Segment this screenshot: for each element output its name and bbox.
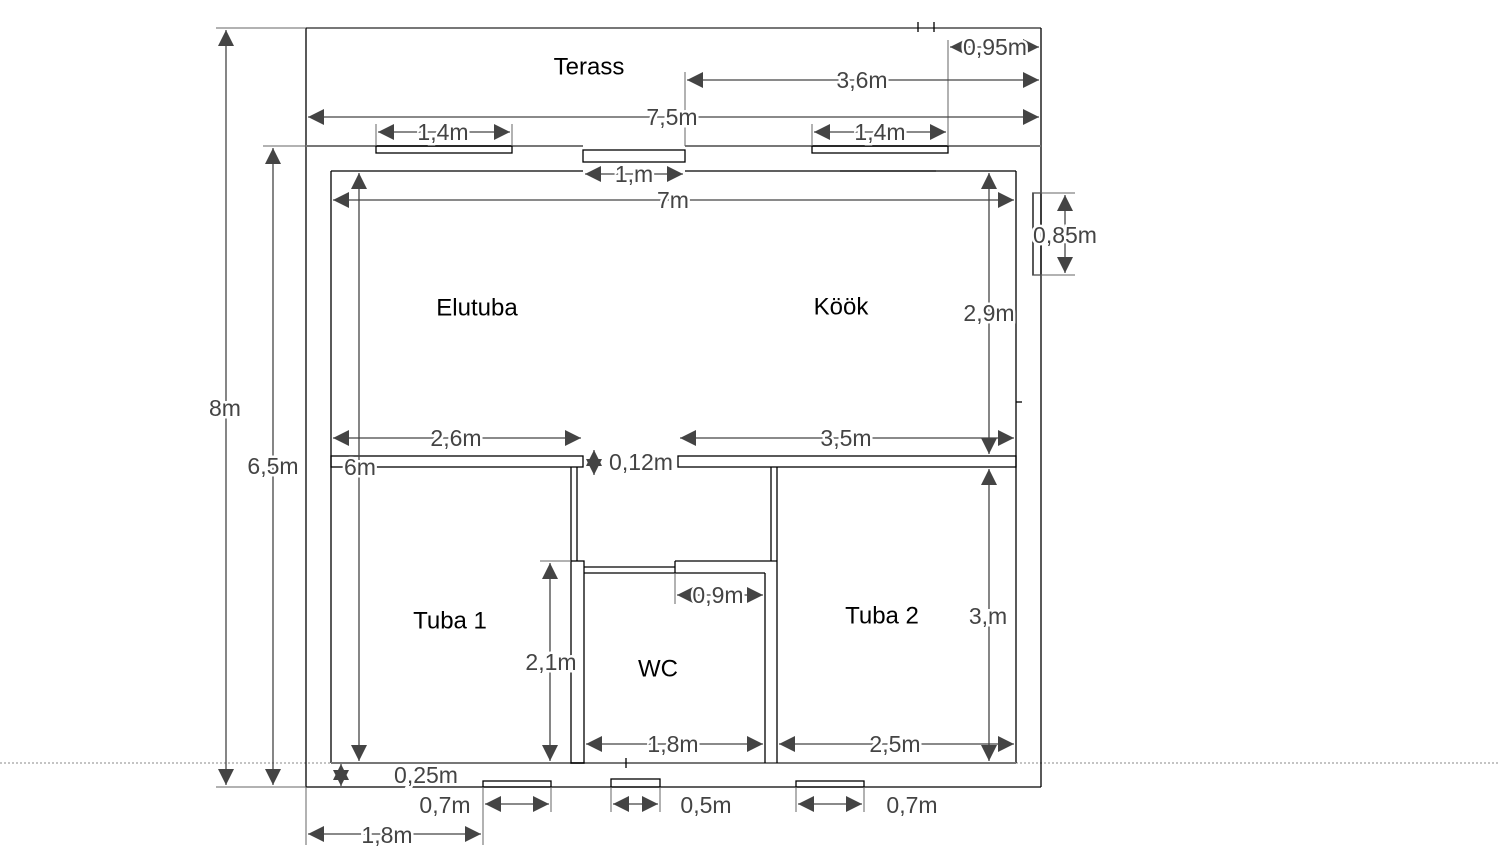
dimension-lines xyxy=(218,30,1073,842)
dim-corner-offset: 0,95m xyxy=(963,34,1027,60)
dim-bottom-window-right: 0,7m xyxy=(886,792,937,818)
dim-kitchen-height: 2,9m xyxy=(963,300,1014,326)
dim-inner-width: 7m xyxy=(657,187,689,213)
dim-kitchen-wall: 3,5m xyxy=(820,425,871,451)
dim-door: 1,m xyxy=(615,161,653,187)
room-label-room1: Tuba 1 xyxy=(413,608,487,635)
dim-wc-door: 0,9m xyxy=(692,582,743,608)
dim-bottom-window-mid: 0,5m xyxy=(680,792,731,818)
dim-window-left: 1,4m xyxy=(417,119,468,145)
dim-outer-wall: 0,25m xyxy=(394,762,458,788)
extension-lines xyxy=(216,27,1075,845)
dim-total-height: 8m xyxy=(209,395,241,421)
dim-wall-thickness: 0,12m xyxy=(609,449,673,475)
dim-house-height: 6,5m xyxy=(247,453,298,479)
dim-window-right: 1,4m xyxy=(854,119,905,145)
dim-bottom-offset: 1,8m xyxy=(361,822,412,848)
dim-bottom-window-left: 0,7m xyxy=(419,792,470,818)
dim-right-offset: 3,6m xyxy=(836,67,887,93)
dim-wc-wall-height: 2,1m xyxy=(525,649,576,675)
room-label-terrace: Terass xyxy=(554,54,625,81)
dim-side-window: 0,85m xyxy=(1033,222,1097,248)
room-label-room2: Tuba 2 xyxy=(845,603,919,630)
dim-living-wall: 2,6m xyxy=(430,425,481,451)
dim-room2-height: 3,m xyxy=(969,603,1007,629)
dim-total-width: 7,5m xyxy=(646,104,697,130)
dim-wc-width: 1,8m xyxy=(647,731,698,757)
dim-room2-width: 2,5m xyxy=(869,731,920,757)
room-label-wc: WC xyxy=(638,656,678,683)
dim-inner-height: 6m xyxy=(344,454,376,480)
room-label-kitchen: Köök xyxy=(814,294,870,321)
entrance-door xyxy=(582,149,686,163)
room-label-living-room: Elutuba xyxy=(436,295,518,322)
